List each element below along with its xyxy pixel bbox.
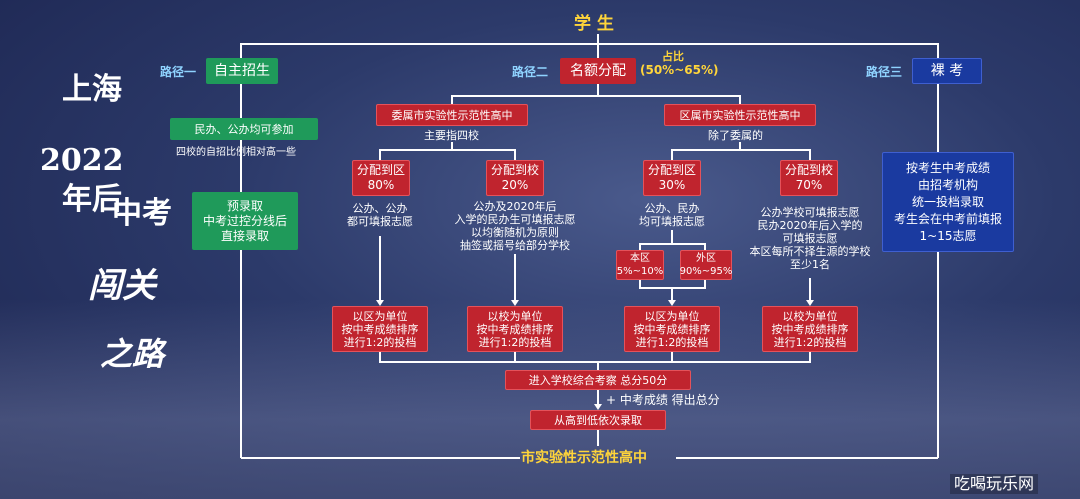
path3-label: 路径三 bbox=[866, 65, 903, 79]
path1-name: 自主招生 bbox=[206, 58, 278, 84]
plus-score: + 中考成绩 得出总分 bbox=[606, 393, 720, 407]
left-head: 委属市实验性示范性高中 bbox=[376, 104, 528, 126]
unit-box-c: 以区为单位按中考成绩排序进行1:2的投档 bbox=[624, 306, 720, 352]
alloc-a-desc: 公办、公办都可填报志愿 bbox=[347, 202, 413, 228]
side-text-pass: 闯关 bbox=[88, 266, 156, 306]
right-head: 区属市实验性示范性高中 bbox=[664, 104, 816, 126]
admit-box: 从高到低依次录取 bbox=[530, 410, 666, 430]
path1-note2: 四校的自招比例相对高一些 bbox=[176, 147, 296, 158]
path1-box: 预录取中考过控分线后直接录取 bbox=[192, 192, 298, 250]
left-sub: 主要指四校 bbox=[424, 129, 479, 142]
side-text-after: 年后 bbox=[62, 182, 122, 217]
bottom-title: 市实验性示范性高中 bbox=[521, 450, 647, 466]
alloc-c-desc: 公办、民办均可填报志愿 bbox=[639, 202, 705, 228]
alloc-b-desc: 公办及2020年后入学的民办生可填报志愿以均衡随机为原则抽签或摇号给部分学校 bbox=[454, 200, 576, 252]
path1-note1: 民办、公办均可参加 bbox=[170, 118, 318, 140]
unit-box-a: 以区为单位按中考成绩排序进行1:2的投档 bbox=[332, 306, 428, 352]
path3-name: 裸 考 bbox=[912, 58, 982, 84]
watermark: 吃喝玩乐网 bbox=[950, 474, 1039, 494]
unit-box-b: 以校为单位按中考成绩排序进行1:2的投档 bbox=[467, 306, 563, 352]
student-title: 学 生 bbox=[574, 14, 614, 34]
alloc-d-desc: 公办学校可填报志愿民办2020年后入学的可填报志愿本区每所不择生源的学校至少1名 bbox=[749, 205, 871, 271]
path1-label: 路径一 bbox=[160, 65, 197, 79]
side-text-road: 之路 bbox=[100, 335, 165, 373]
path2-ratio-label: 占比 bbox=[662, 50, 684, 63]
side-text-shanghai: 上海 bbox=[62, 72, 122, 107]
path2-ratio: (50%~65%) bbox=[640, 63, 719, 77]
path2-label: 路径二 bbox=[512, 65, 549, 79]
side-text-exam: 中考 bbox=[112, 196, 172, 231]
unit-box-d: 以校为单位按中考成绩排序进行1:2的投档 bbox=[762, 306, 858, 352]
side-text-year: 2022 bbox=[40, 143, 124, 178]
right-sub: 除了委属的 bbox=[708, 129, 763, 142]
path2-name: 名额分配 bbox=[560, 58, 636, 84]
exam-box: 进入学校综合考察 总分50分 bbox=[505, 370, 691, 390]
